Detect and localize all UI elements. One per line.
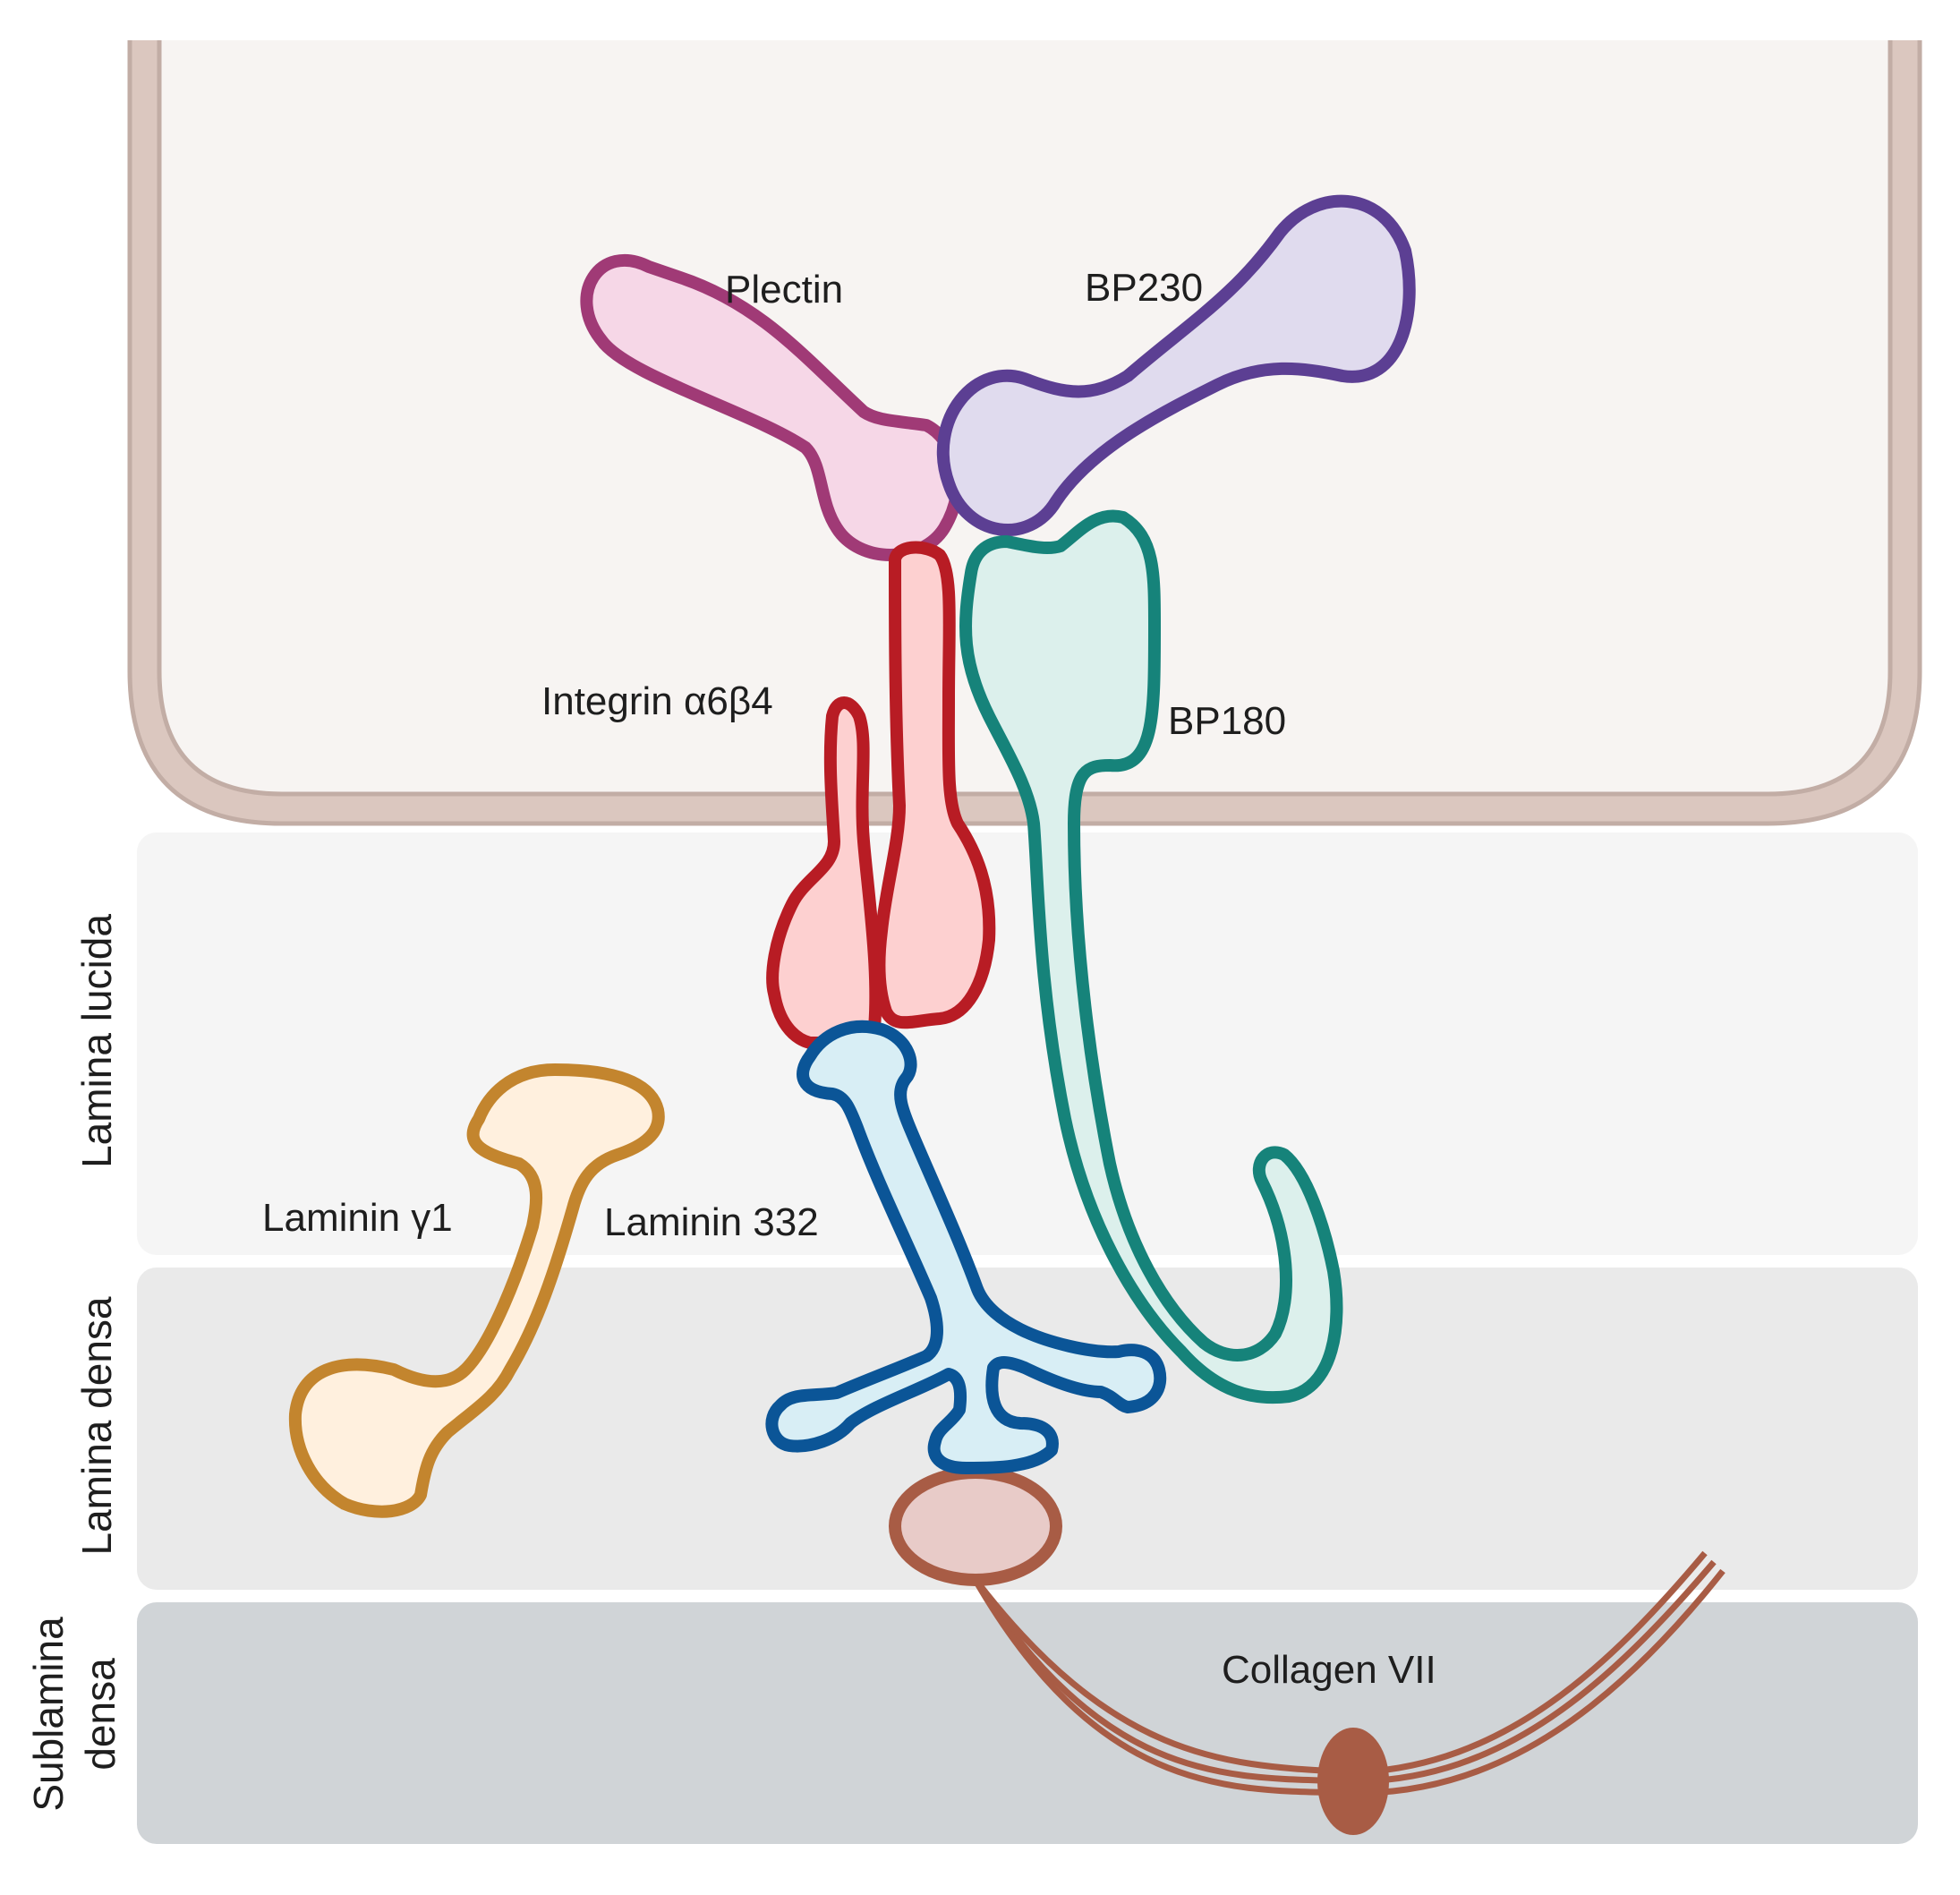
cell-membrane-outline bbox=[127, 40, 1922, 826]
sublamina-densa-layer bbox=[137, 1602, 1918, 1844]
plectin bbox=[580, 253, 964, 561]
lamina-lucida-layer bbox=[137, 832, 1918, 1255]
integrin-alpha6-beta4 bbox=[766, 541, 996, 1049]
laminin-gamma1 bbox=[288, 1063, 665, 1518]
label-sublamina-line2: densa bbox=[77, 1658, 124, 1771]
label-bp180: BP180 bbox=[1168, 699, 1286, 743]
collagen-vii bbox=[889, 1466, 1726, 1835]
collagen-vii-node bbox=[1317, 1728, 1389, 1835]
bp230 bbox=[936, 194, 1416, 536]
label-integrin: Integrin α6β4 bbox=[541, 679, 773, 723]
label-lamina-lucida: Lamina lucida bbox=[73, 914, 120, 1168]
collagen-vii-globular-domain bbox=[889, 1466, 1062, 1586]
integrin-beta4-subunit bbox=[873, 541, 996, 1029]
laminin-332 bbox=[765, 1020, 1167, 1474]
label-laminin-332: Laminin 332 bbox=[604, 1200, 819, 1244]
bp180 bbox=[959, 509, 1343, 1404]
integrin-alpha6-subunit bbox=[766, 696, 882, 1049]
label-sublamina-line1: Sublamina bbox=[25, 1617, 72, 1812]
label-bp230: BP230 bbox=[1085, 266, 1203, 310]
label-laminin-gamma1: Laminin γ1 bbox=[262, 1196, 453, 1240]
label-plectin: Plectin bbox=[725, 268, 843, 312]
label-lamina-densa: Lamina densa bbox=[73, 1296, 120, 1555]
label-collagen-vii: Collagen VII bbox=[1222, 1648, 1436, 1692]
